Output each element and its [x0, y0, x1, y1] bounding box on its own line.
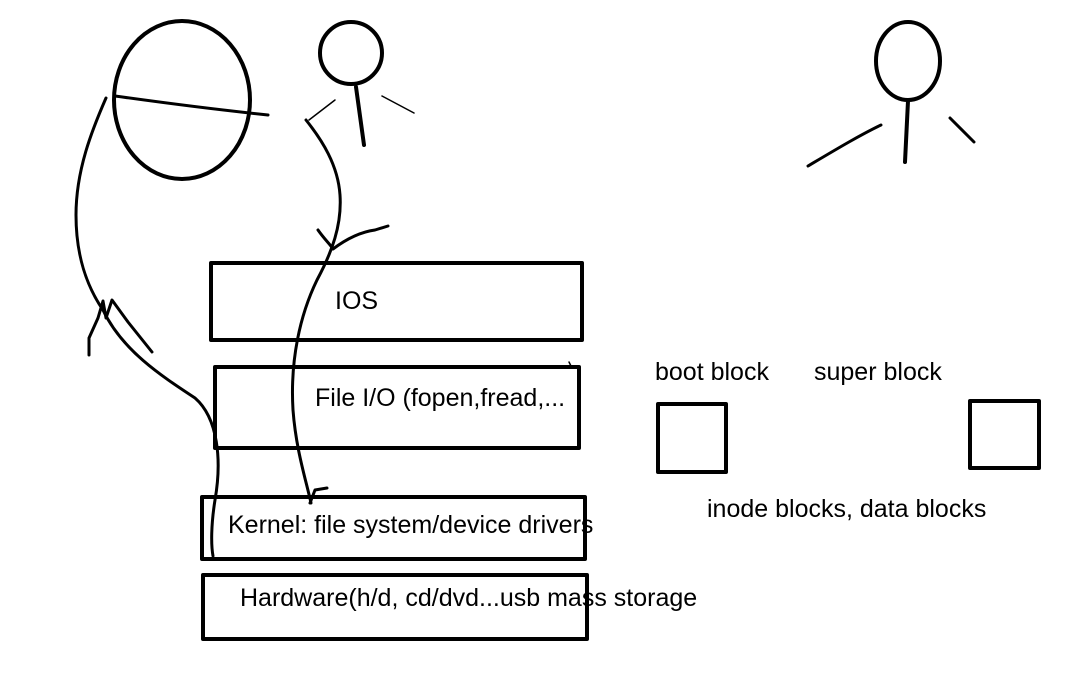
small-figure-head [318, 20, 384, 86]
boot-block-label: boot block [655, 358, 769, 386]
right-figure-left-arm [806, 123, 883, 168]
small-figure-right-arm [381, 95, 415, 114]
hardware-label: Hardware(h/d, cd/dvd...usb mass storage [240, 584, 698, 612]
file-io-label: File I/O (fopen,fread,... [315, 384, 566, 412]
center-flow-arrowhead [308, 486, 329, 505]
file-io-box [213, 365, 581, 450]
center-flow-branch [316, 224, 390, 251]
right-figure-head [874, 20, 942, 102]
kernel-label: Kernel: file system/device drivers [228, 511, 594, 539]
inode-data-label: inode blocks, data blocks [707, 495, 987, 523]
large-figure-head [112, 19, 252, 181]
left-flow-wire [74, 96, 220, 558]
right-figure-body [903, 99, 910, 164]
small-figure-body [354, 85, 366, 147]
small-figure [308, 20, 415, 147]
super-block-square [968, 399, 1041, 470]
right-figure-right-arm [948, 116, 976, 144]
large-figure-visor-line [113, 94, 270, 117]
small-figure-left-arm [308, 99, 336, 121]
hardware-box [201, 573, 589, 641]
super-block-label: super block [814, 358, 942, 386]
ios-label: IOS [335, 287, 379, 315]
kernel-box [200, 495, 587, 561]
boot-block-square [656, 402, 728, 474]
file-io-tick [568, 361, 573, 369]
ios-box [209, 261, 584, 342]
center-flow-wire [291, 118, 342, 505]
large-figure [112, 19, 270, 181]
left-flow-arrowhead [87, 298, 154, 357]
right-figure [806, 20, 976, 168]
